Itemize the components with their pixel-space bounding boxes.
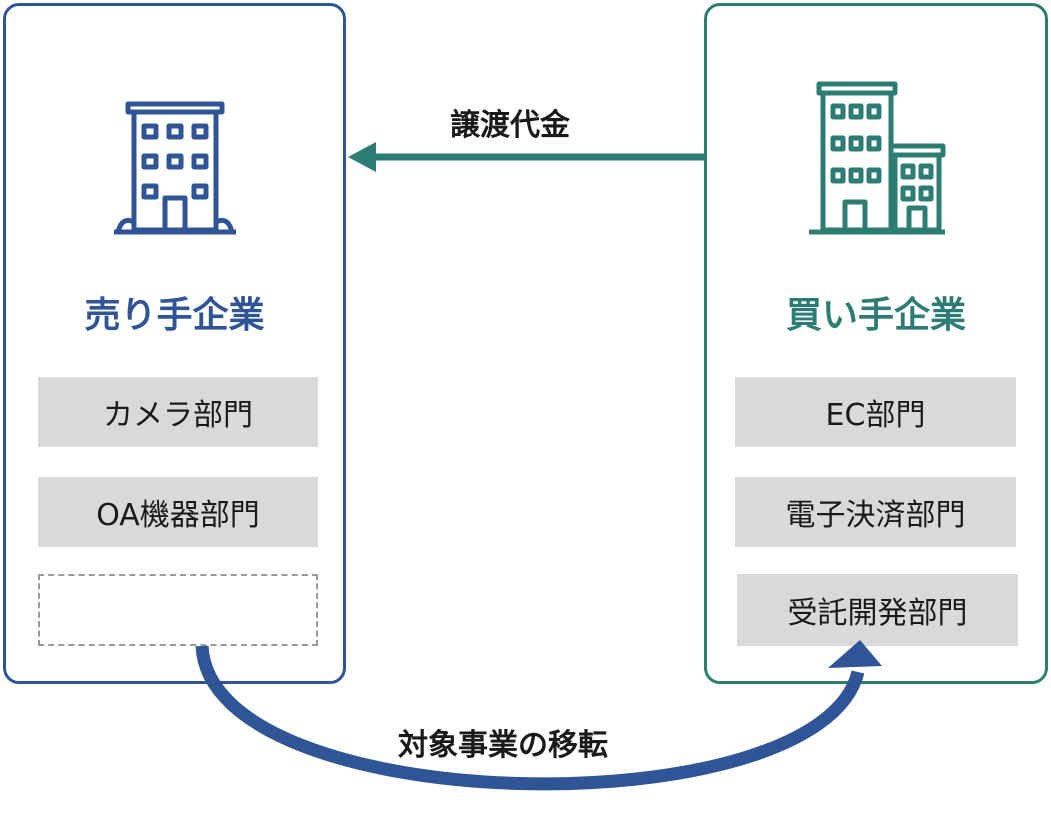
transfer-arrow [195,640,882,791]
seller-title: 売り手企業 [84,295,265,336]
buyer-dept-ec: EC部門 [735,377,1016,447]
payment-label: 譲渡代金 [450,108,570,143]
office-building-icon [114,101,236,235]
buyer-dept-payment: 電子決済部門 [735,477,1016,547]
seller-dept-empty-slot [38,574,318,646]
seller-dept-oa: OA機器部門 [38,477,318,547]
payment-arrow [348,142,704,172]
seller-panel: 売り手企業 カメラ部門 OA機器部門 [3,3,346,684]
seller-dept-camera: カメラ部門 [38,377,318,447]
buyer-title: 買い手企業 [785,295,966,336]
buyer-panel: 買い手企業 EC部門 電子決済部門 受託開発部門 [704,3,1048,684]
office-buildings-icon [809,81,946,235]
transfer-label: 対象事業の移転 [398,728,608,763]
buyer-dept-contract-dev: 受託開発部門 [737,574,1018,646]
